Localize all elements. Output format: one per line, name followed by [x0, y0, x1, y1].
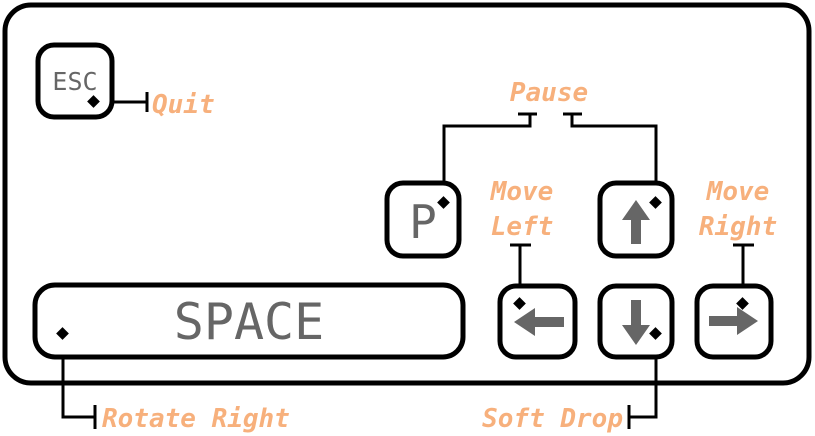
down-arrow-icon: [622, 300, 650, 345]
move-right-label-line2: Right: [699, 212, 777, 242]
rotate-right-label: Rotate Right: [102, 404, 290, 434]
left-arrow-key[interactable]: [497, 283, 578, 360]
connector-space-rotate: [61, 334, 94, 419]
right-arrow-icon: [709, 307, 758, 335]
marker-p: [437, 196, 450, 209]
connector-p-pause: [442, 114, 532, 203]
soft-drop-label: Soft Drop: [482, 404, 623, 434]
move-left-label-line1: Move: [490, 177, 554, 207]
esc-key[interactable]: ESC: [35, 42, 115, 120]
connector-down-softdrop: [630, 334, 658, 419]
marker-space: [56, 327, 69, 340]
esc-key-label: ESC: [52, 67, 97, 96]
up-arrow-key[interactable]: [597, 180, 675, 259]
quit-label: Quit: [152, 90, 215, 120]
up-arrow-icon: [622, 200, 650, 244]
p-key[interactable]: P: [384, 180, 462, 259]
p-key-label: P: [409, 195, 437, 249]
left-arrow-icon: [514, 308, 564, 336]
space-key-label: SPACE: [174, 293, 325, 351]
down-arrow-key[interactable]: [597, 283, 675, 360]
pause-label: Pause: [510, 78, 588, 108]
right-arrow-key[interactable]: [694, 283, 774, 360]
connector-up-pause: [570, 114, 658, 203]
space-key[interactable]: SPACE: [32, 282, 466, 360]
move-left-label-line2: Left: [491, 212, 554, 242]
move-right-label-line1: Move: [706, 177, 770, 207]
